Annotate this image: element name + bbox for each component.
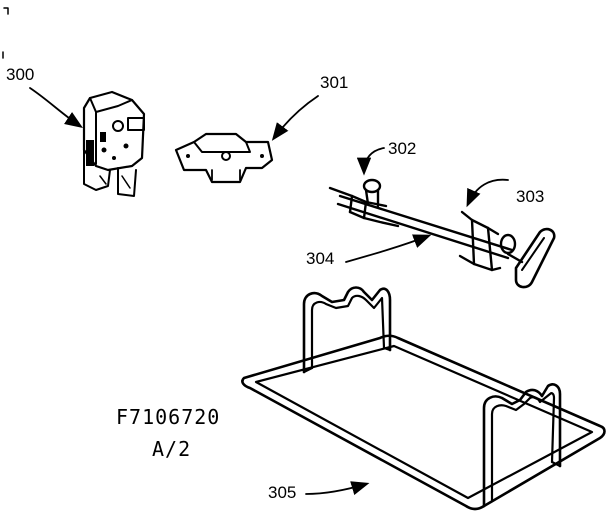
wire-rack-icon: [241, 286, 606, 511]
motor-bracket-icon: [174, 132, 274, 184]
part-label-302: 302: [388, 139, 416, 158]
callout-arrow-301: [271, 95, 319, 141]
part-label-305: 305: [268, 483, 296, 502]
thumb-screw-icon: [362, 178, 382, 208]
spit-fork-icon: [328, 186, 400, 228]
part-label-303: 303: [516, 187, 544, 206]
margin-mark: [3, 7, 9, 15]
rotisserie-motor-icon: [82, 90, 146, 197]
spit-fork-icon: [458, 210, 502, 272]
part-label-304: 304: [306, 249, 334, 268]
callout-arrow-302: [356, 147, 385, 176]
callout-arrow-304: [345, 234, 432, 263]
callout-arrow-303: [466, 178, 509, 208]
callout-arrow-300: [29, 87, 83, 128]
figure-page: A/2: [152, 437, 191, 461]
figure-code: F7106720: [116, 405, 220, 429]
part-label-300: 300: [6, 65, 34, 84]
callout-arrow-305: [305, 481, 370, 496]
spit-rod-icon: [338, 194, 514, 252]
spit-assembly: [328, 178, 556, 289]
part-label-301: 301: [320, 73, 348, 92]
